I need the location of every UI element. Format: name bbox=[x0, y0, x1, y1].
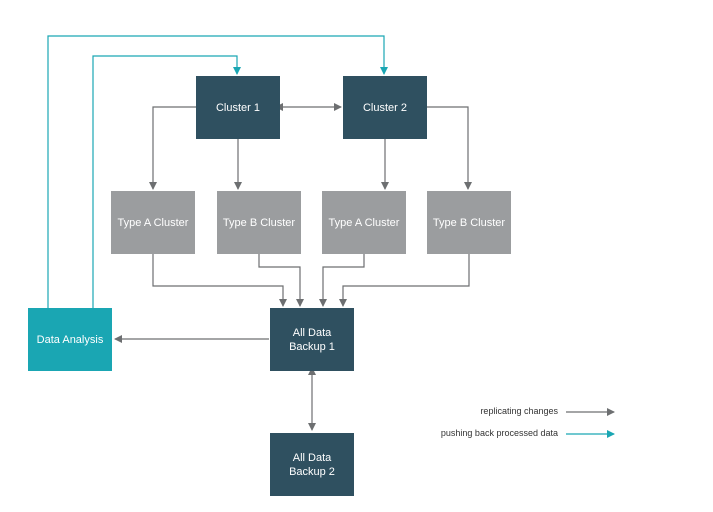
backup-1-node: All Data Backup 1 bbox=[270, 308, 354, 371]
type-b-cluster-2-node: Type B Cluster bbox=[427, 191, 511, 254]
cluster-1-node: Cluster 1 bbox=[196, 76, 280, 139]
c1-to-typeA-arrow bbox=[149, 106, 196, 190]
typeB2-to-backup-arrow bbox=[339, 254, 470, 307]
type-b-cluster-1-node: Type B Cluster bbox=[217, 191, 301, 254]
cluster-2-node: Cluster 2 bbox=[343, 76, 427, 139]
type-b-cluster-2-label: Type B Cluster bbox=[432, 216, 506, 229]
cluster-2-label: Cluster 2 bbox=[362, 101, 408, 114]
backup-2-node: All Data Backup 2 bbox=[270, 433, 354, 496]
type-a-cluster-1-node: Type A Cluster bbox=[111, 191, 195, 254]
data-analysis-node: Data Analysis bbox=[28, 308, 112, 371]
type-a-cluster-2-node: Type A Cluster bbox=[322, 191, 406, 254]
type-a-cluster-1-label: Type A Cluster bbox=[117, 216, 189, 229]
cluster-1-label: Cluster 1 bbox=[215, 101, 261, 114]
backup-1-label: All Data Backup 1 bbox=[289, 326, 335, 353]
typeA2-to-backup-arrow bbox=[319, 254, 365, 307]
analysis-to-cluster2-arrow bbox=[47, 35, 388, 308]
backup-2-label: All Data Backup 2 bbox=[289, 451, 335, 478]
data-analysis-label: Data Analysis bbox=[36, 333, 104, 346]
typeB1-to-backup-arrow bbox=[258, 254, 304, 307]
typeA1-to-backup-arrow bbox=[152, 254, 287, 307]
type-b-cluster-1-label: Type B Cluster bbox=[222, 216, 296, 229]
analysis-to-cluster1-arrow bbox=[92, 55, 241, 308]
type-a-cluster-2-label: Type A Cluster bbox=[328, 216, 400, 229]
legend-pushing-back-label: pushing back processed data bbox=[440, 428, 558, 438]
legend-replicating-label: replicating changes bbox=[480, 406, 558, 416]
c2-to-typeB-arrow bbox=[427, 106, 472, 190]
